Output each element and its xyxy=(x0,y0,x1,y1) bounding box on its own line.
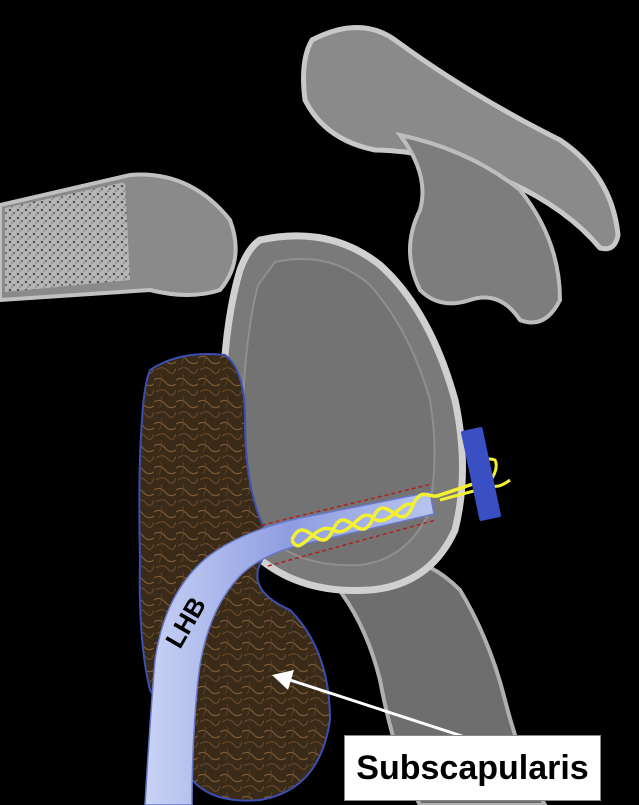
subscapularis-label: Subscapularis xyxy=(356,749,588,788)
subscapularis-label-box: Subscapularis xyxy=(344,735,601,801)
